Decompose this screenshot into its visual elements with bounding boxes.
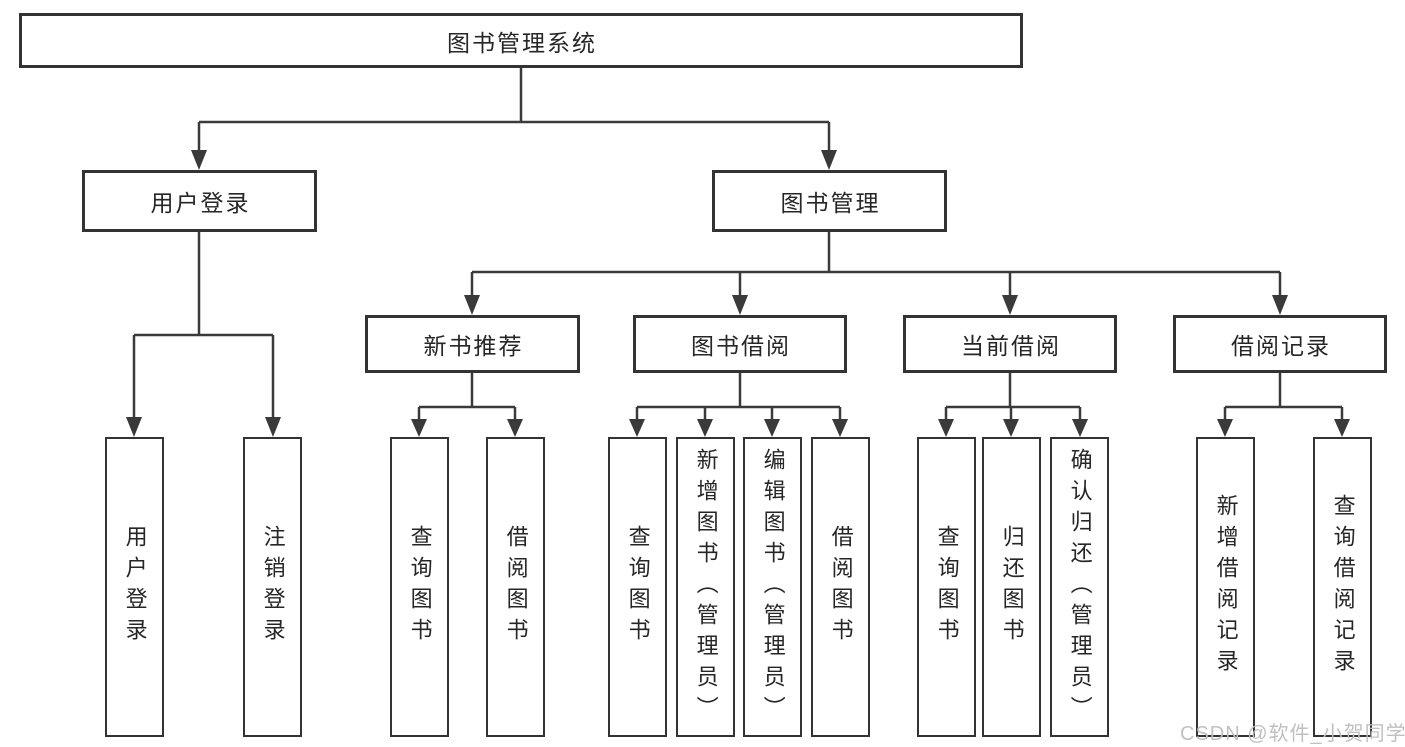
node-leaf-edit-book-admin-label: 编辑图书（管理员） — [760, 447, 786, 727]
node-leaf-edit-book-admin: 编辑图书（管理员） — [743, 437, 802, 737]
node-current-borrow: 当前借阅 — [903, 315, 1117, 373]
node-leaf-borrow-books-recommend: 借阅图书 — [486, 437, 545, 737]
node-new-book-recommend-label: 新书推荐 — [423, 333, 524, 359]
node-leaf-borrow-books-recommend-label: 借阅图书 — [503, 525, 529, 649]
node-leaf-user-login-label: 用户登录 — [122, 525, 148, 649]
node-leaf-query-books-borrow: 查询图书 — [608, 437, 667, 737]
node-leaf-add-book-admin-label: 新增图书（管理员） — [693, 447, 719, 727]
connector-borrow-record-to-leaves — [1217, 373, 1350, 437]
node-leaf-return-books-label: 归还图书 — [999, 525, 1025, 649]
node-leaf-borrow-books-label: 借阅图书 — [828, 525, 854, 649]
node-book-management-label: 图书管理 — [780, 190, 881, 216]
watermark: CSDN @软件_小贺同学 — [1180, 723, 1405, 745]
node-leaf-add-borrow-record-label: 新增借阅记录 — [1213, 494, 1239, 680]
node-borrow-record: 借阅记录 — [1173, 315, 1387, 373]
node-book-borrow-label: 图书借阅 — [691, 333, 791, 359]
node-leaf-logout-label: 注销登录 — [260, 525, 286, 649]
node-leaf-query-borrow-record-label: 查询借阅记录 — [1330, 494, 1356, 680]
node-leaf-add-borrow-record: 新增借阅记录 — [1196, 437, 1255, 737]
node-leaf-logout: 注销登录 — [243, 437, 302, 737]
node-leaf-user-login: 用户登录 — [105, 437, 164, 737]
node-leaf-query-books-current: 查询图书 — [917, 437, 976, 737]
node-borrow-record-label: 借阅记录 — [1231, 333, 1331, 359]
connector-book-borrow-to-leaves — [629, 373, 848, 437]
node-leaf-add-book-admin: 新增图书（管理员） — [676, 437, 735, 737]
node-leaf-confirm-return-admin: 确认归还（管理员） — [1050, 437, 1109, 737]
node-leaf-confirm-return-admin-label: 确认归还（管理员） — [1067, 447, 1093, 727]
connector-user-login-to-leaves — [126, 232, 281, 437]
connector-root-to-level2 — [191, 68, 837, 170]
node-leaf-query-books-recommend-label: 查询图书 — [407, 525, 433, 649]
node-leaf-query-books-borrow-label: 查询图书 — [625, 525, 651, 649]
node-user-login-label: 用户登录 — [150, 190, 251, 216]
node-root: 图书管理系统 — [19, 13, 1023, 68]
node-user-login: 用户登录 — [82, 170, 317, 232]
node-book-management: 图书管理 — [712, 170, 947, 232]
node-current-borrow-label: 当前借阅 — [961, 333, 1061, 359]
connector-current-borrow-to-leaves — [938, 373, 1088, 437]
node-book-borrow: 图书借阅 — [633, 315, 847, 373]
connector-book-management-to-level3 — [464, 232, 1288, 315]
node-new-book-recommend: 新书推荐 — [365, 315, 580, 373]
node-root-label: 图书管理系统 — [447, 29, 597, 56]
node-leaf-query-books-recommend: 查询图书 — [390, 437, 449, 737]
connector-new-book-recommend-to-leaves — [411, 373, 523, 437]
node-leaf-borrow-books: 借阅图书 — [811, 437, 870, 737]
node-leaf-return-books: 归还图书 — [982, 437, 1041, 737]
node-leaf-query-books-current-label: 查询图书 — [934, 525, 960, 649]
node-leaf-query-borrow-record: 查询借阅记录 — [1313, 437, 1372, 737]
